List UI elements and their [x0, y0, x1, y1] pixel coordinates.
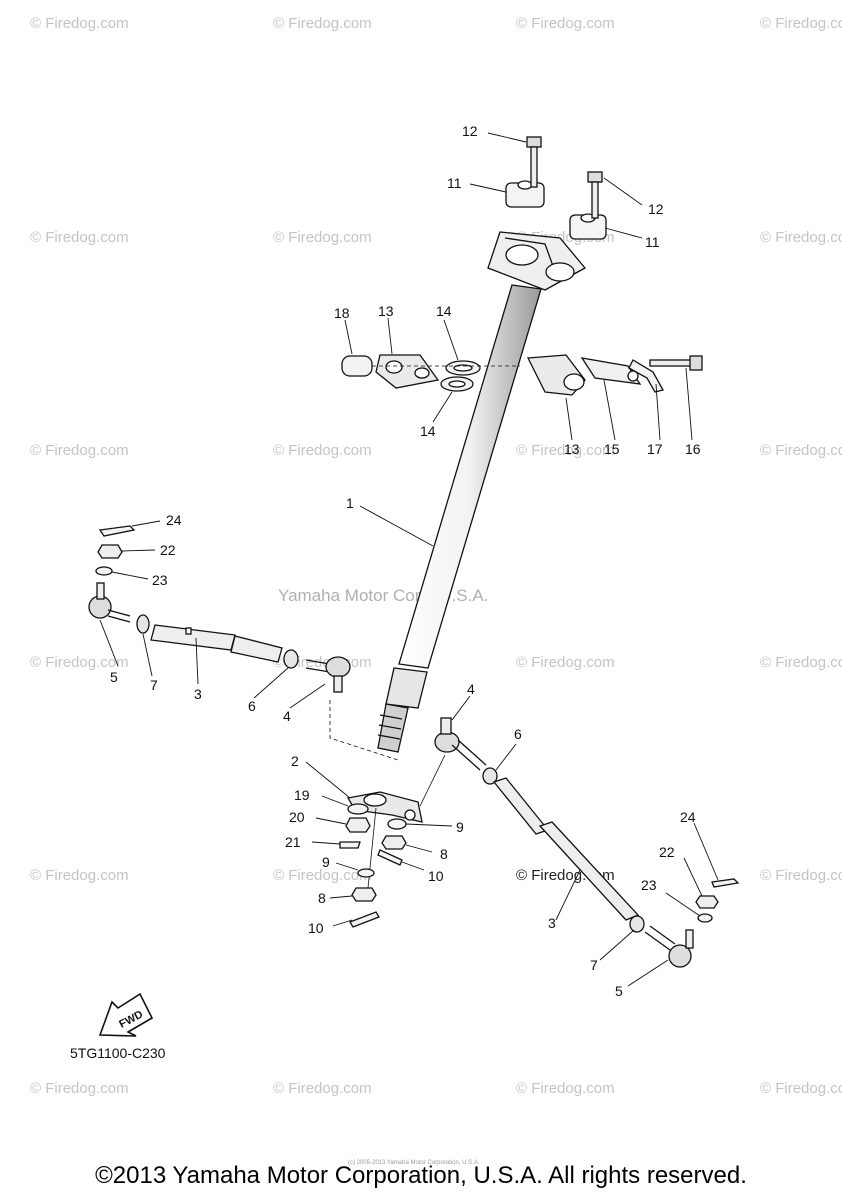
watermark: © Firedog.com	[273, 1080, 372, 1097]
watermark: © Firedog.com	[516, 442, 615, 459]
callout-10: 10	[308, 920, 324, 936]
nut-22-right	[695, 895, 719, 909]
watermark: © Firedog.com	[516, 1080, 615, 1097]
callout-4: 4	[283, 708, 291, 724]
watermark: © Firedog.com	[760, 867, 842, 884]
callout-8: 8	[440, 846, 448, 862]
callout-23: 23	[152, 572, 168, 588]
watermark: © Firedog.com	[516, 654, 615, 671]
watermark: © Firedog.com	[30, 1080, 129, 1097]
callout-12: 12	[462, 123, 478, 139]
upper-bracket	[487, 231, 587, 291]
watermark: © Firedog.com	[760, 442, 842, 459]
diagram-code: 5TG1100-C230	[70, 1045, 166, 1061]
washer-9-right	[387, 818, 407, 830]
plate-15	[580, 357, 642, 385]
cotter-pin-24-left	[98, 525, 136, 537]
callout-11: 11	[447, 175, 462, 191]
callout-4: 4	[467, 681, 475, 697]
tie-rod-end-4-left	[305, 656, 351, 693]
bolt-16	[649, 355, 703, 371]
watermark: © Firedog.com	[30, 15, 129, 32]
callout-24: 24	[680, 809, 696, 825]
callout-20: 20	[289, 809, 305, 825]
callout-19: 19	[294, 787, 310, 803]
bushing-13-right	[526, 354, 586, 396]
callout-17: 17	[647, 441, 663, 457]
washer-23-right	[697, 913, 713, 923]
watermark: © Firedog.com	[273, 229, 372, 246]
watermark: © Firedog.com	[273, 15, 372, 32]
watermark: © Firedog.com	[273, 442, 372, 459]
callout-3: 3	[194, 686, 202, 702]
tie-rod-left	[150, 624, 283, 663]
callout-1: 1	[346, 495, 354, 511]
callout-3: 3	[548, 915, 556, 931]
callout-5: 5	[615, 983, 623, 999]
copyright-footer: ©2013 Yamaha Motor Corporation, U.S.A. A…	[95, 1162, 747, 1189]
callout-9: 9	[322, 854, 330, 870]
cotter-pin-24-right	[711, 878, 740, 888]
watermark: © Firedog.com	[30, 229, 129, 246]
callout-22: 22	[160, 542, 176, 558]
watermark: © Firedog.com	[516, 15, 615, 32]
watermark: © Firedog.com	[30, 867, 129, 884]
callout-14: 14	[420, 423, 436, 439]
cotter-pin-21	[339, 841, 361, 849]
lock-washer-17	[628, 359, 664, 393]
watermark: © Firedog.com	[30, 654, 129, 671]
callout-11: 11	[645, 234, 660, 250]
callout-16: 16	[685, 441, 701, 457]
callout-13: 13	[564, 441, 580, 457]
callout-6: 6	[514, 726, 522, 742]
callout-2: 2	[291, 753, 299, 769]
callout-6: 6	[248, 698, 256, 714]
callout-21: 21	[285, 834, 301, 850]
washer-23-left	[95, 566, 113, 576]
holder-11a	[505, 180, 545, 208]
callout-15: 15	[604, 441, 620, 457]
bushing-13-left	[375, 354, 440, 389]
callout-7: 7	[590, 957, 598, 973]
callout-23: 23	[641, 877, 657, 893]
callout-24: 24	[166, 512, 182, 528]
tiny-copyright: (c) 2005-2013 Yamaha Motor Corporation, …	[348, 1160, 480, 1166]
washer-19	[347, 803, 369, 815]
watermark: © Firedog.com	[760, 229, 842, 246]
nut-8-left	[351, 887, 377, 902]
nut-20	[345, 817, 371, 833]
watermark: © Firedog.com	[760, 654, 842, 671]
nut-8-right	[381, 835, 407, 850]
callout-8: 8	[318, 890, 326, 906]
steering-shaft	[377, 284, 542, 753]
callout-7: 7	[150, 677, 158, 693]
watermark: © Firedog.com	[30, 442, 129, 459]
tie-rod-end-5-right	[644, 925, 694, 968]
fwd-arrow-icon	[98, 992, 154, 1037]
washer-9-left	[357, 868, 375, 878]
watermark: © Firedog.com	[760, 1080, 842, 1097]
callout-9: 9	[456, 819, 464, 835]
callout-12: 12	[648, 201, 664, 217]
cotter-pin-10-left	[349, 911, 380, 928]
callout-22: 22	[659, 844, 675, 860]
tie-rod-end-5-left	[88, 582, 131, 623]
callout-13: 13	[378, 303, 394, 319]
callout-14: 14	[436, 303, 452, 319]
tie-rod-right	[492, 777, 640, 921]
callout-18: 18	[334, 305, 350, 321]
collar-18	[341, 355, 373, 377]
tie-rod-end-4-right	[434, 717, 487, 771]
bolt-12b	[587, 171, 603, 219]
callout-5: 5	[110, 669, 118, 685]
callout-10: 10	[428, 868, 444, 884]
cotter-pin-10-right	[377, 849, 403, 866]
nut-22-left	[97, 544, 123, 559]
bolt-12a	[526, 136, 542, 188]
watermark: © Firedog.com	[760, 15, 842, 32]
holder-11b	[569, 213, 607, 240]
watermark: © Firedog.com	[273, 867, 372, 884]
